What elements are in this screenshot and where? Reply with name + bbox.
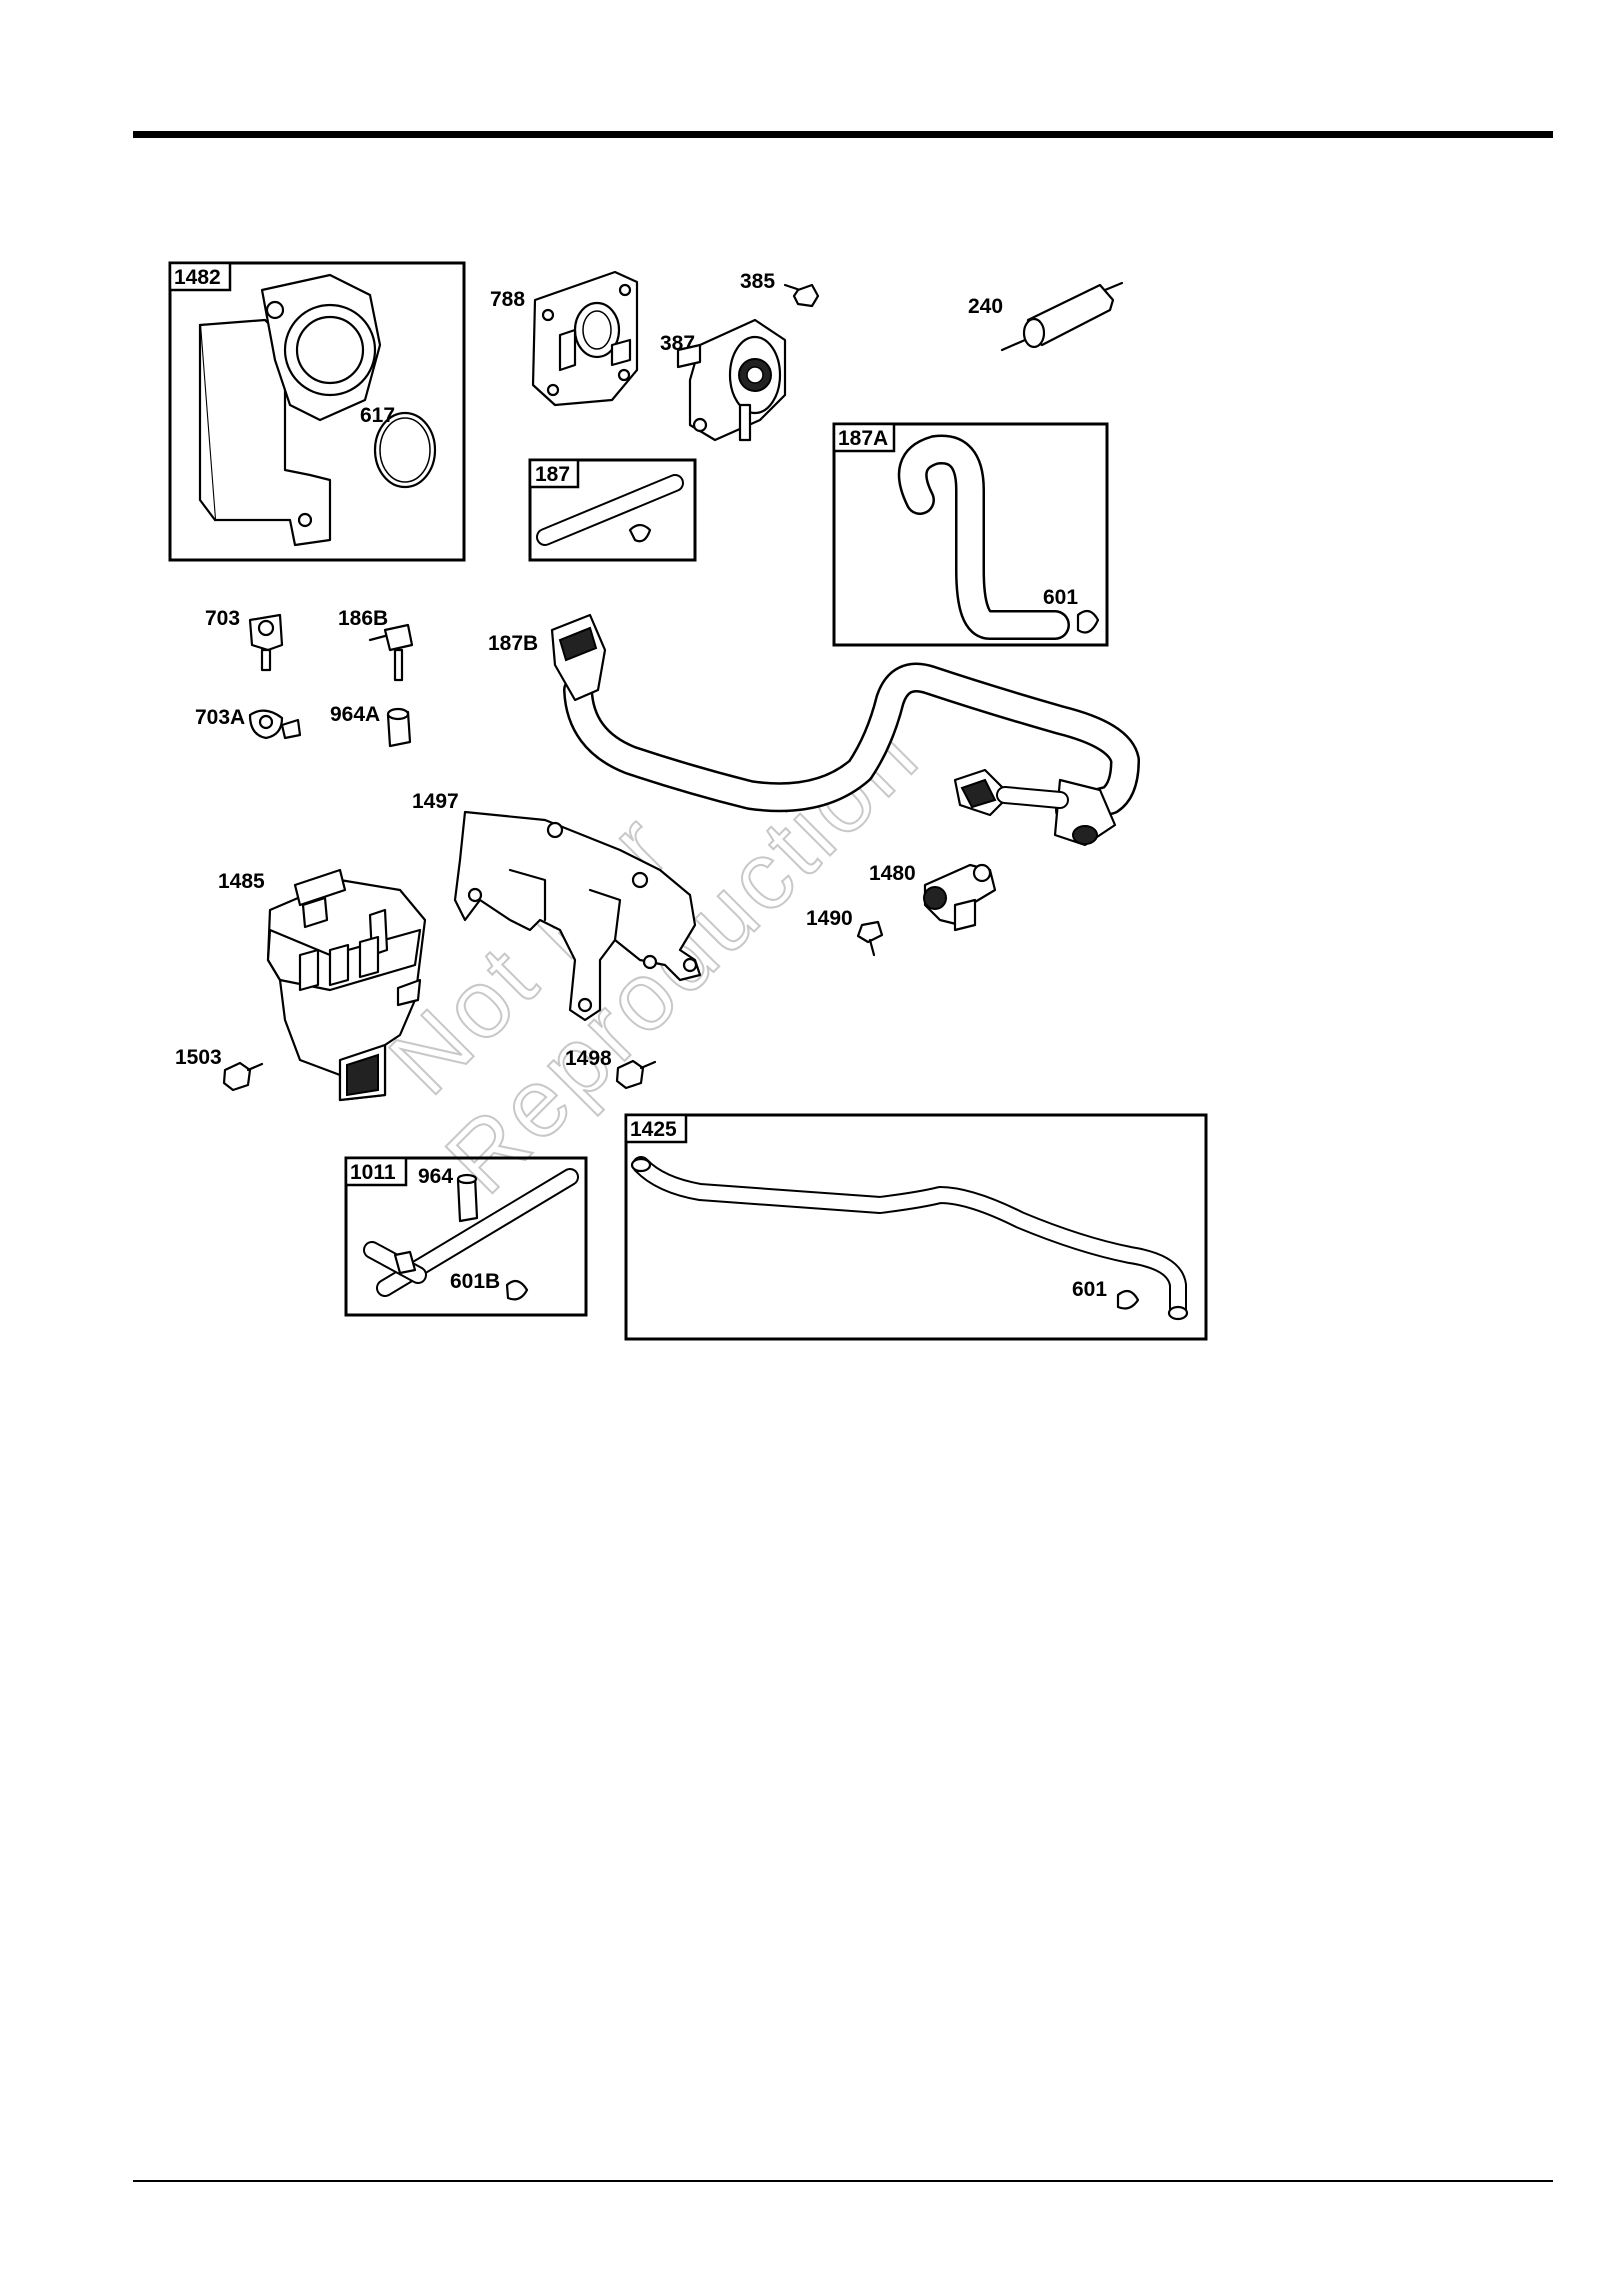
- callout-601: 601: [1043, 586, 1078, 609]
- callout-186B: 186B: [338, 607, 388, 630]
- callout-964A: 964A: [330, 703, 380, 726]
- part-788-mounting-plate[interactable]: 788: [490, 272, 637, 405]
- part-1011-tee-assembly[interactable]: 1011 964 601B: [346, 1158, 586, 1315]
- callout-703A: 703A: [195, 706, 245, 729]
- callout-1425: 1425: [630, 1118, 677, 1141]
- part-1425-fuel-line[interactable]: 1425 601: [626, 1115, 1206, 1339]
- callout-240: 240: [968, 295, 1003, 318]
- callout-601-b: 601: [1072, 1278, 1107, 1301]
- callout-1480: 1480: [869, 862, 916, 885]
- part-1482-throttle-body[interactable]: 1482: [170, 263, 464, 560]
- callout-703: 703: [205, 607, 240, 630]
- part-964A-sleeve[interactable]: 964A: [330, 703, 410, 746]
- part-703-clip[interactable]: 703: [205, 607, 282, 670]
- callout-964: 964: [418, 1165, 453, 1188]
- callout-788: 788: [490, 288, 525, 311]
- part-187-fuel-line[interactable]: 187: [530, 460, 695, 560]
- callout-187: 187: [535, 463, 570, 486]
- callout-385: 385: [740, 270, 775, 293]
- part-617-o-ring[interactable]: 617: [360, 404, 435, 487]
- callout-1503: 1503: [175, 1046, 222, 1069]
- callout-1497: 1497: [412, 790, 459, 813]
- callout-1482: 1482: [174, 266, 221, 289]
- callout-601B: 601B: [450, 1270, 500, 1293]
- callout-617: 617: [360, 404, 395, 427]
- part-1490-screw[interactable]: 1490: [806, 907, 882, 955]
- callout-187A: 187A: [838, 427, 888, 450]
- part-1480-regulator[interactable]: 1480: [869, 862, 995, 930]
- callout-1485: 1485: [218, 870, 265, 893]
- part-387-fuel-pump[interactable]: 387: [660, 320, 785, 440]
- header-rule: [133, 131, 1553, 138]
- footer-rule: [133, 2180, 1553, 2182]
- callout-1011: 1011: [350, 1161, 396, 1184]
- callout-1490: 1490: [806, 907, 853, 930]
- part-240-fuel-filter[interactable]: 240: [968, 283, 1122, 350]
- callout-1498: 1498: [565, 1047, 612, 1070]
- callout-187B: 187B: [488, 632, 538, 655]
- part-186B-fitting[interactable]: 186B: [338, 607, 412, 680]
- part-385-screw[interactable]: 385: [740, 270, 818, 306]
- part-1485-fuel-pump-module[interactable]: 1485: [218, 870, 425, 1100]
- part-1503-screw[interactable]: 1503: [175, 1046, 262, 1090]
- part-187A-fuel-hose[interactable]: 187A 601: [834, 424, 1107, 645]
- part-703A-clip[interactable]: 703A: [195, 706, 300, 738]
